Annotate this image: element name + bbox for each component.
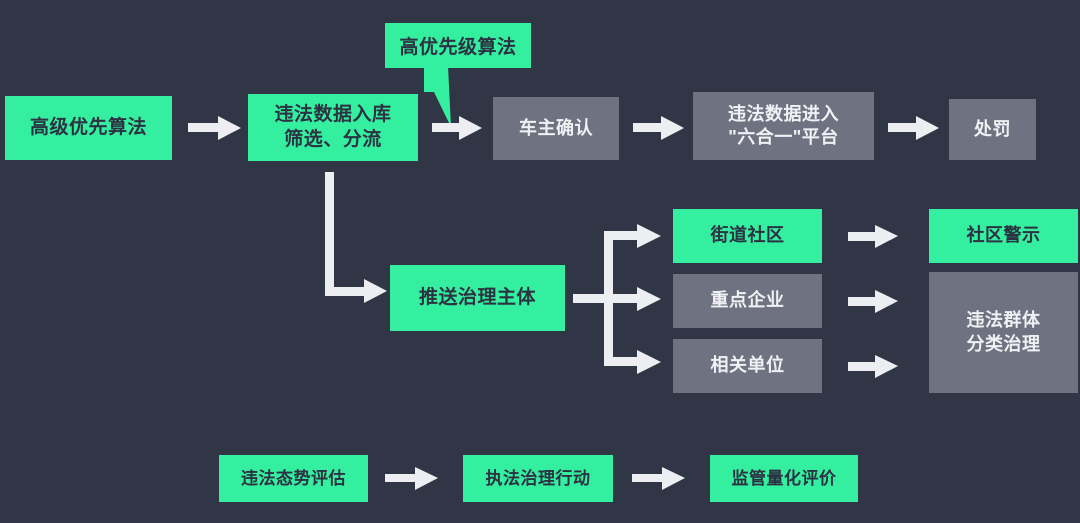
node-weifa-qunti-fenlei-zhili[interactable]: 违法群体 分类治理 [929,272,1078,393]
node-jianguan-lianghua-pingjia[interactable]: 监管量化评价 [710,455,858,502]
node-shequ-jingshi[interactable]: 社区警示 [929,209,1078,263]
arrow-n8-n11 [848,290,898,313]
node-label: 处罚 [974,118,1011,139]
node-label: 重点企业 [710,290,785,311]
node-label: 违法数据进入 "六合一"平台 [728,103,839,147]
arrow-n7-n10 [848,225,898,248]
node-gaoji-youxian-suanfa[interactable]: 高级优先算法 [5,96,172,160]
callout-label: 高优先级算法 [399,37,517,58]
node-label: 街道社区 [710,225,785,246]
node-zhifa-zhili-xingdong[interactable]: 执法治理行动 [463,455,613,502]
node-label: 推送治理主体 [418,286,536,308]
node-tuisong-zhili-zhuti[interactable]: 推送治理主体 [390,265,565,331]
node-label: 违法态势评估 [241,468,346,488]
node-label: 违法群体 分类治理 [966,310,1041,354]
arrow-n13-n14 [632,467,685,490]
node-chufa[interactable]: 处罚 [949,99,1036,160]
arrow-n9-n11 [848,355,898,378]
node-weifa-taishi-pinggu[interactable]: 违法态势评估 [219,455,368,502]
node-label: 车主确认 [519,117,593,138]
arrow-n12-n13 [385,467,438,490]
arrow-n1-n2 [188,116,241,140]
arrow-n3-n4 [633,116,684,140]
node-label: 高级优先算法 [29,116,147,138]
arrow-n2-n3 [432,116,482,140]
connector-elbow-n2-n6 [325,172,387,303]
arrow-n4-n5 [888,116,939,140]
node-label: 违法数据入库 筛选、分流 [274,104,392,150]
node-chezhu-queren[interactable]: 车主确认 [493,97,619,160]
node-xiangguan-danwei[interactable]: 相关单位 [673,339,822,393]
callout-tail-icon [424,66,451,127]
node-weifa-shuju-ruku[interactable]: 违法数据入库 筛选、分流 [248,94,418,161]
node-zhongdian-qiye[interactable]: 重点企业 [673,274,822,328]
connector-bracket-n6-branches [573,224,661,374]
callout-high-priority-algorithm[interactable]: 高优先级算法 [385,23,531,68]
node-label: 社区警示 [966,225,1041,246]
node-label: 执法治理行动 [485,468,591,488]
node-jiedao-shequ[interactable]: 街道社区 [673,209,822,263]
node-label: 相关单位 [710,355,785,376]
node-label: 监管量化评价 [731,468,837,488]
node-weifa-shuju-jinru-pingtai[interactable]: 违法数据进入 "六合一"平台 [693,92,874,160]
